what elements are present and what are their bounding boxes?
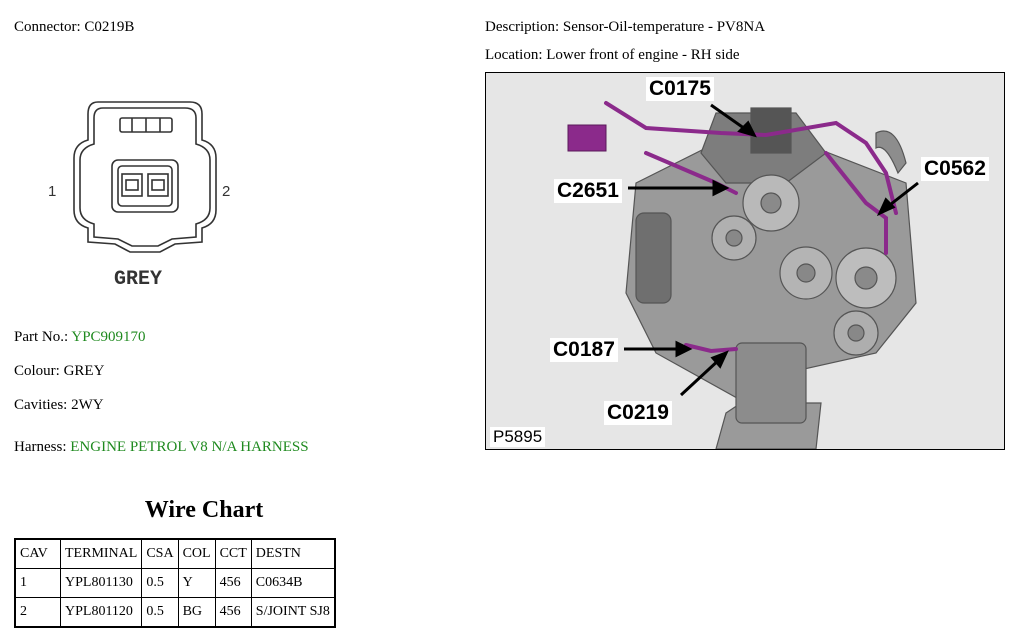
cavity-1 — [121, 173, 143, 197]
callout-c0175: C0175 — [646, 77, 714, 101]
engine-block — [625, 142, 917, 449]
photo-reference: P5895 — [490, 427, 546, 447]
callout-arrow-c0219 — [679, 356, 723, 397]
connector-line: Connector: C0219B — [14, 18, 134, 36]
wire-chart-title: Wire Chart — [144, 497, 264, 523]
colour-value: GREY — [63, 363, 105, 379]
cell-terminal: YPL801120 — [59, 597, 143, 628]
engine-location-photo: C0175 C2651 C0562 C0187 C0219 P5895 — [485, 72, 1005, 450]
header-terminal: TERMINAL — [59, 538, 143, 569]
header-col: COL — [177, 538, 216, 569]
harness-link[interactable]: ENGINE PETROL V8 N/A HARNESS — [70, 439, 309, 455]
connector-value: C0219B — [84, 19, 135, 35]
description-value: Sensor-Oil-temperature - PV8NA — [562, 19, 766, 35]
callout-arrow-c0175 — [710, 103, 749, 133]
header-destn: DESTN — [250, 538, 336, 569]
header-cav: CAV — [14, 538, 61, 569]
wire-chart-table: CAV TERMINAL CSA COL CCT DESTN 1 YPL8011… — [14, 538, 336, 628]
part-no-label: Part No.: — [14, 329, 69, 345]
harness-line: Harness: ENGINE PETROL V8 N/A HARNESS — [14, 438, 309, 456]
header-cct: CCT — [214, 538, 252, 569]
location-line: Location: Lower front of engine - RH sid… — [485, 46, 740, 64]
cell-cav: 1 — [14, 568, 61, 598]
callout-c0562: C0562 — [921, 157, 989, 181]
location-value: Lower front of engine - RH side — [546, 47, 740, 63]
cell-col: Y — [177, 568, 216, 598]
cell-terminal: YPL801130 — [59, 568, 143, 598]
table-row: 1 YPL801130 0.5 Y 456 C0634B — [14, 568, 336, 598]
part-no-line: Part No.: YPC909170 — [14, 328, 146, 346]
pin-1-label: 1 — [48, 183, 56, 200]
table-header-row: CAV TERMINAL CSA COL CCT DESTN — [14, 538, 336, 569]
cell-destn: C0634B — [250, 568, 336, 598]
harness-connector-block — [567, 124, 607, 152]
cell-cct: 456 — [214, 568, 252, 598]
connector-insert — [111, 159, 179, 213]
location-label: Location: — [485, 47, 543, 63]
description-line: Description: Sensor-Oil-temperature - PV… — [485, 18, 765, 36]
harness-route-top — [604, 101, 898, 215]
connector-label: Connector: — [14, 19, 81, 35]
cell-csa: 0.5 — [141, 597, 179, 628]
drawing-colour-text: GREY — [114, 268, 162, 291]
part-no-link[interactable]: YPC909170 — [71, 329, 146, 345]
colour-line: Colour: GREY — [14, 362, 104, 380]
callout-c2651: C2651 — [554, 179, 622, 203]
harness-label: Harness: — [14, 439, 67, 455]
description-label: Description: — [485, 19, 560, 35]
cavities-line: Cavities: 2WY — [14, 396, 104, 414]
cell-cav: 2 — [14, 597, 61, 628]
header-csa: CSA — [141, 538, 179, 569]
engine-illustration — [567, 101, 919, 449]
cell-csa: 0.5 — [141, 568, 179, 598]
connector-face-drawing: 1 2 GREY — [48, 101, 230, 291]
colour-label: Colour: — [14, 363, 60, 379]
cavity-2 — [147, 173, 169, 197]
cell-cct: 456 — [214, 597, 252, 628]
table-row: 2 YPL801120 0.5 BG 456 S/JOINT SJ8 — [14, 597, 336, 628]
harness-route-right — [824, 151, 888, 255]
harness-route-bottom — [684, 343, 738, 354]
connector-outer-housing — [73, 101, 217, 253]
callout-c0187: C0187 — [550, 338, 618, 362]
pin-2-label: 2 — [222, 183, 230, 200]
cell-destn: S/JOINT SJ8 — [250, 597, 336, 628]
cavities-label: Cavities: — [14, 397, 68, 413]
cavities-value: 2WY — [71, 397, 104, 413]
cell-col: BG — [177, 597, 216, 628]
callout-c0219: C0219 — [604, 401, 672, 425]
